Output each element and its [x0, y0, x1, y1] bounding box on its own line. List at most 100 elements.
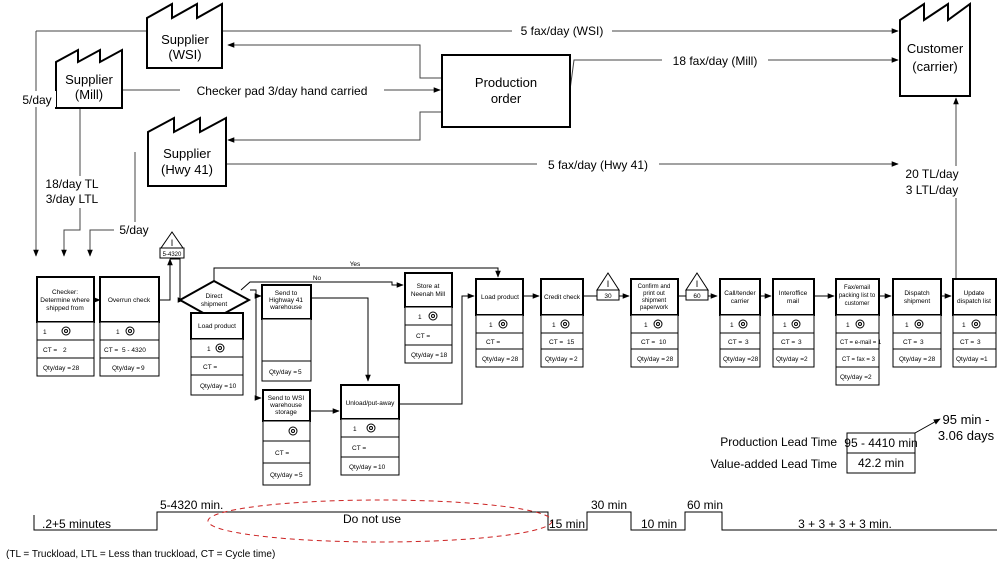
operator-head-icon [431, 314, 435, 318]
ct-value: 15 [567, 339, 575, 346]
process-title-line: carrier [731, 298, 750, 305]
operator-head-icon [563, 322, 567, 326]
lead-time-summary: Production Lead Time 95 - 4410 min Value… [710, 412, 995, 474]
inventory-1: I 5-4320 [159, 231, 185, 259]
ct-label: CT = [43, 347, 57, 354]
qty-value: 9 [141, 365, 145, 372]
timeline-t3: 15 min [549, 517, 585, 531]
operator-count: 1 [552, 322, 556, 329]
operator-head-icon [218, 346, 222, 350]
process-title-line: shipment [642, 298, 667, 304]
value-added-lead-time-value: 42.2 min [858, 456, 904, 470]
ct-label: CT = [903, 339, 917, 346]
decision-yes-label: Yes [350, 261, 361, 268]
qty-value: 10 [378, 464, 386, 471]
do-not-use-ellipse [207, 499, 553, 543]
ct-label: CT = [549, 339, 563, 346]
operator-head-icon [501, 322, 505, 326]
operator-count: 1 [730, 322, 734, 329]
timeline: .2+5 minutes 5-4320 min. Do not use 15 m… [33, 498, 997, 543]
process-title-line: Store at [417, 283, 440, 290]
process-checker: Checker: Determine where shipped from 1 … [36, 276, 95, 377]
operator-count: 1 [783, 322, 787, 329]
ct-value: 3 [798, 339, 802, 346]
qty-value: 18 [440, 352, 448, 359]
supplier-mill: Supplier (Mill) [55, 48, 123, 109]
operator-head-icon [291, 429, 295, 433]
qty-label: Qty/day = [411, 352, 439, 359]
process-title-line: Unload/put-away [346, 400, 396, 407]
ct-fax-value: CT = fax = 3 [842, 357, 876, 363]
operator-count: 1 [905, 322, 909, 329]
ct-label: CT = [960, 339, 974, 346]
process-title-line: Confirm and [638, 284, 671, 290]
supplier-hwy41: Supplier (Hwy 41) [147, 116, 227, 187]
ct-label: CT = [203, 364, 217, 371]
ct-value: 2 [63, 347, 67, 354]
operator-icon [498, 319, 508, 329]
operator-head-icon [974, 322, 978, 326]
operator-icon [791, 319, 801, 329]
process-title-line: Send to WSI [268, 395, 305, 402]
mill-fax-label: 18 fax/day (Mill) [673, 54, 758, 68]
supplier-wsi: Supplier (WSI) [146, 2, 223, 69]
supplier-hwy41-line1: Supplier [163, 146, 211, 161]
factory-icon [55, 48, 123, 109]
operator-icon [653, 319, 663, 329]
process-interoffice: Interoffice mail 1 CT = 3 Qty/day = 2 [772, 278, 815, 368]
operator-head-icon [794, 322, 798, 326]
production-order: Production order [441, 54, 571, 128]
process-title-line: Load product [481, 294, 519, 301]
mill-ltl-label: 3/day LTL [46, 192, 99, 206]
production-order-line2: order [491, 91, 522, 106]
process-dispatch: Dispatch shipment 1 CT = 3 Qty/day = 28 [892, 278, 942, 368]
qty-value: 1 [984, 356, 988, 363]
ct-label: CT = [728, 339, 742, 346]
process-unload: Unload/put-away 1 CT = Qty/day = 10 [340, 384, 400, 476]
process-title-line: Checker: [52, 289, 78, 296]
process-call: Call/tender carrier 1 CT = 3 Qty/day = 2… [719, 278, 761, 368]
factory-icon [899, 2, 971, 97]
inventory-3: I 60 [685, 272, 709, 301]
ct-label: CT = [352, 445, 366, 452]
qty-label: Qty/day = [43, 365, 71, 372]
process-update: Update dispatch list 1 CT = 3 Qty/day = … [952, 278, 997, 368]
qty-label: Qty/day = [270, 472, 298, 479]
qty-value: 28 [72, 365, 80, 372]
qty-label: Qty/day = [112, 365, 140, 372]
process-title-line: Fax/email [844, 285, 870, 291]
operator-head-icon [64, 329, 68, 333]
customer-carrier: Customer (carrier) [899, 2, 971, 97]
qty-value: 28 [666, 356, 674, 363]
process-credit: Credit check 1 CT = 15 Qty/day = 2 [540, 278, 584, 368]
inventory-2: I 30 [596, 272, 620, 301]
operator-count: 1 [207, 346, 211, 353]
operator-count: 1 [353, 426, 357, 433]
operator-count: 1 [489, 322, 493, 329]
hwy-fax-label: 5 fax/day (Hwy 41) [548, 158, 648, 172]
ct-value: 3 [745, 339, 749, 346]
ct-value: 3 [920, 339, 924, 346]
inventory-3-value: 60 [693, 293, 701, 300]
qty-label: Qty/day = [200, 383, 228, 390]
operator-icon [125, 326, 135, 336]
total-lead-time-line2: 3.06 days [938, 428, 995, 443]
operator-count: 1 [43, 329, 47, 336]
timeline-t6: 60 min [687, 498, 723, 512]
operator-count: 1 [644, 322, 648, 329]
qty-value: 5 [299, 472, 303, 479]
inventory-symbol: I [696, 279, 699, 289]
qty-label: Qty/day = [482, 356, 510, 363]
process-title-line: warehouse [269, 402, 302, 409]
process-send-wsi: Send to WSI warehouse storage CT = Qty/d… [262, 389, 311, 486]
wsi-fax-label: 5 fax/day (WSI) [521, 24, 604, 38]
operator-head-icon [741, 322, 745, 326]
process-title-line: customer [845, 301, 870, 307]
qty-value: 28 [928, 356, 936, 363]
process-title-line: Overrun check [108, 297, 151, 304]
operator-icon [428, 311, 438, 321]
timeline-do-not-use: Do not use [343, 512, 401, 526]
qty-label: Qty/day = [840, 374, 868, 381]
timeline-t5: 10 min [641, 517, 677, 531]
